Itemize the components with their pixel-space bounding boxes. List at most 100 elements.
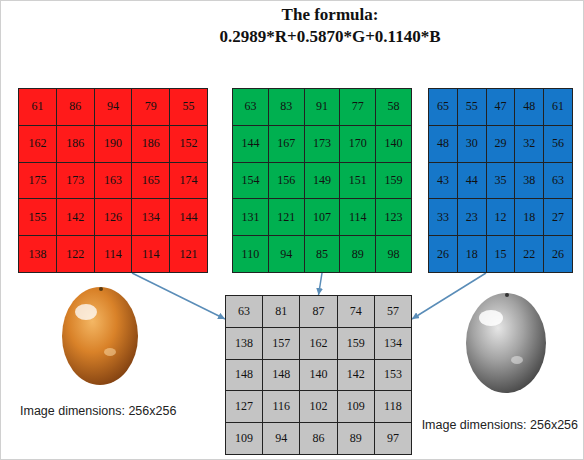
pixel-value: 149 (313, 173, 331, 188)
pixel-value: 140 (385, 136, 403, 151)
pixel-value: 65 (437, 99, 449, 114)
pixel-cell: 118 (375, 391, 412, 423)
pixel-value: 127 (235, 399, 253, 414)
pixel-value: 63 (244, 99, 256, 114)
pixel-cell: 155 (19, 199, 57, 236)
pixel-cell: 33 (429, 199, 458, 236)
pixel-cell: 144 (170, 199, 208, 236)
pixel-cell: 94 (269, 236, 305, 273)
pixel-value: 22 (523, 247, 535, 262)
pixel-value: 138 (235, 336, 253, 351)
pixel-value: 144 (241, 136, 259, 151)
pixel-cell: 159 (338, 328, 375, 360)
pixel-value: 190 (104, 136, 122, 151)
pixel-cell: 61 (544, 89, 573, 126)
pixel-cell: 12 (487, 199, 516, 236)
conversion-arrow (412, 273, 486, 319)
pixel-cell: 151 (340, 163, 376, 200)
pixel-cell: 85 (305, 236, 341, 273)
pixel-value: 55 (466, 99, 478, 114)
pixel-cell: 26 (544, 236, 573, 273)
pixel-value: 159 (347, 336, 365, 351)
pixel-cell: 89 (340, 236, 376, 273)
formula-title: The formula: 0.2989*R+0.5870*G+0.1140*B (219, 4, 440, 49)
pixel-value: 151 (349, 173, 367, 188)
pixel-cell: 144 (233, 126, 269, 163)
pixel-value: 61 (31, 99, 43, 114)
pixel-value: 174 (180, 173, 198, 188)
pixel-cell: 148 (226, 360, 263, 392)
pixel-cell: 38 (515, 163, 544, 200)
pixel-value: 47 (494, 99, 506, 114)
pixel-cell: 167 (269, 126, 305, 163)
pixel-cell: 138 (19, 236, 57, 273)
pixel-value: 134 (384, 336, 402, 351)
pixel-value: 114 (349, 210, 367, 225)
pixel-cell: 27 (544, 199, 573, 236)
pixel-value: 38 (523, 173, 535, 188)
pixel-cell: 110 (233, 236, 269, 273)
pixel-value: 32 (523, 136, 535, 151)
pixel-cell: 83 (269, 89, 305, 126)
pixel-value: 79 (145, 99, 157, 114)
pixel-cell: 162 (300, 328, 337, 360)
pixel-cell: 26 (429, 236, 458, 273)
pixel-value: 98 (388, 247, 400, 262)
conversion-arrow (319, 273, 323, 295)
pixel-value: 81 (275, 304, 287, 319)
pixel-cell: 74 (338, 296, 375, 328)
pixel-value: 107 (313, 210, 331, 225)
pixel-cell: 157 (263, 328, 300, 360)
pixel-cell: 156 (269, 163, 305, 200)
pixel-cell: 22 (515, 236, 544, 273)
pixel-value: 173 (313, 136, 331, 151)
pixel-value: 27 (552, 210, 564, 225)
pixel-value: 186 (66, 136, 84, 151)
pixel-cell: 173 (57, 163, 95, 200)
pixel-value: 94 (280, 247, 292, 262)
pixel-cell: 152 (170, 126, 208, 163)
pixel-cell: 175 (19, 163, 57, 200)
pixel-cell: 153 (375, 360, 412, 392)
pixel-value: 118 (384, 399, 402, 414)
pixel-value: 94 (107, 99, 119, 114)
pixel-cell: 109 (338, 391, 375, 423)
pixel-value: 12 (494, 210, 506, 225)
pixel-cell: 55 (458, 89, 487, 126)
pixel-value: 140 (309, 367, 327, 382)
pixel-value: 89 (352, 247, 364, 262)
blue-channel-matrix: 6555474861483029325643443538633323121827… (428, 88, 573, 273)
pixel-cell: 35 (487, 163, 516, 200)
grayscale-orange-photo (466, 293, 546, 393)
pixel-cell: 140 (376, 126, 412, 163)
pixel-cell: 116 (263, 391, 300, 423)
pixel-value: 116 (273, 399, 291, 414)
pixel-value: 87 (312, 304, 324, 319)
pixel-value: 126 (104, 210, 122, 225)
pixel-cell: 148 (263, 360, 300, 392)
pixel-cell: 86 (57, 89, 95, 126)
pixel-value: 83 (280, 99, 292, 114)
pixel-value: 121 (180, 247, 198, 262)
pixel-value: 153 (384, 367, 402, 382)
pixel-value: 173 (66, 173, 84, 188)
pixel-value: 152 (180, 136, 198, 151)
pixel-cell: 29 (487, 126, 516, 163)
green-channel-matrix: 6383917758144167173170140154156149151159… (232, 88, 412, 273)
pixel-cell: 121 (170, 236, 208, 273)
pixel-cell: 149 (305, 163, 341, 200)
pixel-cell: 91 (305, 89, 341, 126)
pixel-value: 26 (437, 247, 449, 262)
pixel-cell: 77 (340, 89, 376, 126)
pixel-cell: 134 (375, 328, 412, 360)
pixel-cell: 23 (458, 199, 487, 236)
pixel-cell: 186 (57, 126, 95, 163)
pixel-value: 122 (66, 247, 84, 262)
pixel-value: 154 (241, 173, 259, 188)
pixel-value: 26 (552, 247, 564, 262)
image-caption: Image dimensions: 256x256 (422, 418, 578, 432)
pixel-value: 142 (347, 367, 365, 382)
pixel-value: 33 (437, 210, 449, 225)
pixel-cell: 102 (300, 391, 337, 423)
pixel-cell: 15 (487, 236, 516, 273)
